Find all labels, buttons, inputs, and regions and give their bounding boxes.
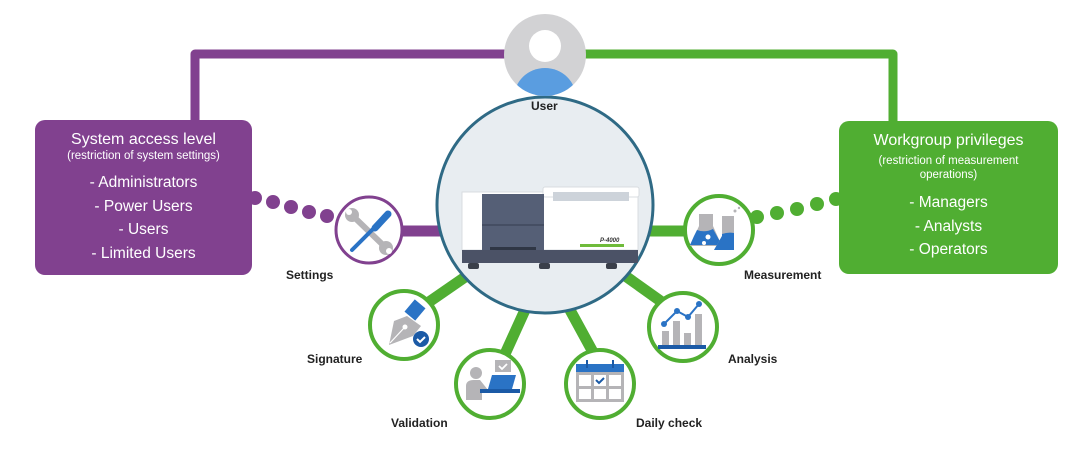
calendar-check-icon	[576, 360, 624, 402]
list-item: - Operators	[909, 241, 988, 258]
analysis-node[interactable]	[647, 291, 719, 363]
flasks-icon	[690, 206, 741, 250]
instrument-node: P-4000	[435, 95, 655, 315]
dot	[284, 200, 298, 214]
validation-node[interactable]	[454, 348, 526, 420]
green-dotted-connector	[750, 192, 843, 224]
instrument-model-text: P-4000	[600, 238, 620, 244]
purple-connector-line	[190, 49, 520, 122]
system-access-level-box: System access level (restriction of syst…	[35, 120, 252, 275]
workgroup-list: - Managers - Analysts - Operators	[839, 191, 1058, 262]
list-item: - Limited Users	[91, 244, 196, 262]
list-item: - Managers	[909, 194, 988, 211]
dot	[302, 205, 316, 219]
user-avatar-icon	[504, 14, 586, 96]
list-item: - Power Users	[94, 197, 193, 215]
list-item: - Analysts	[914, 217, 983, 235]
fountain-pen-check-icon	[389, 299, 429, 347]
purple-dotted-connector	[248, 191, 334, 223]
dot	[266, 195, 280, 209]
workgroup-subtitle-line2: operations)	[919, 169, 978, 181]
green-connector-line	[575, 49, 898, 122]
daily-check-node[interactable]	[564, 348, 636, 420]
list-item: - Administrators	[89, 174, 198, 191]
system-access-title: System access level	[71, 131, 216, 148]
signature-label: Signature	[307, 352, 363, 366]
dot	[320, 209, 334, 223]
dot	[770, 206, 784, 220]
person-laptop-check-icon	[466, 360, 520, 400]
analysis-label: Analysis	[728, 352, 778, 366]
settings-label: Settings	[286, 268, 334, 282]
bar-line-chart-icon	[658, 301, 706, 349]
list-item: - Users	[118, 221, 169, 238]
dot	[810, 197, 824, 211]
system-access-list: - Administrators - Power Users - Users -…	[35, 171, 252, 265]
dot	[790, 202, 804, 216]
signature-node[interactable]	[368, 289, 440, 361]
user-label: User	[531, 99, 558, 113]
measurement-node[interactable]	[683, 194, 755, 266]
workgroup-subtitle-line1: (restriction of measurement	[878, 155, 1019, 167]
settings-node[interactable]	[334, 195, 404, 265]
wrench-screwdriver-icon	[345, 208, 393, 255]
workgroup-privileges-box: Workgroup privileges (restriction of mea…	[839, 121, 1058, 274]
workgroup-title: Workgroup privileges	[873, 132, 1024, 149]
spectrometer-instrument-image: P-4000	[461, 186, 640, 269]
daily-check-label: Daily check	[636, 416, 703, 430]
measurement-label: Measurement	[744, 268, 822, 282]
validation-label: Validation	[391, 416, 448, 430]
system-access-subtitle: (restriction of system settings)	[67, 150, 220, 162]
